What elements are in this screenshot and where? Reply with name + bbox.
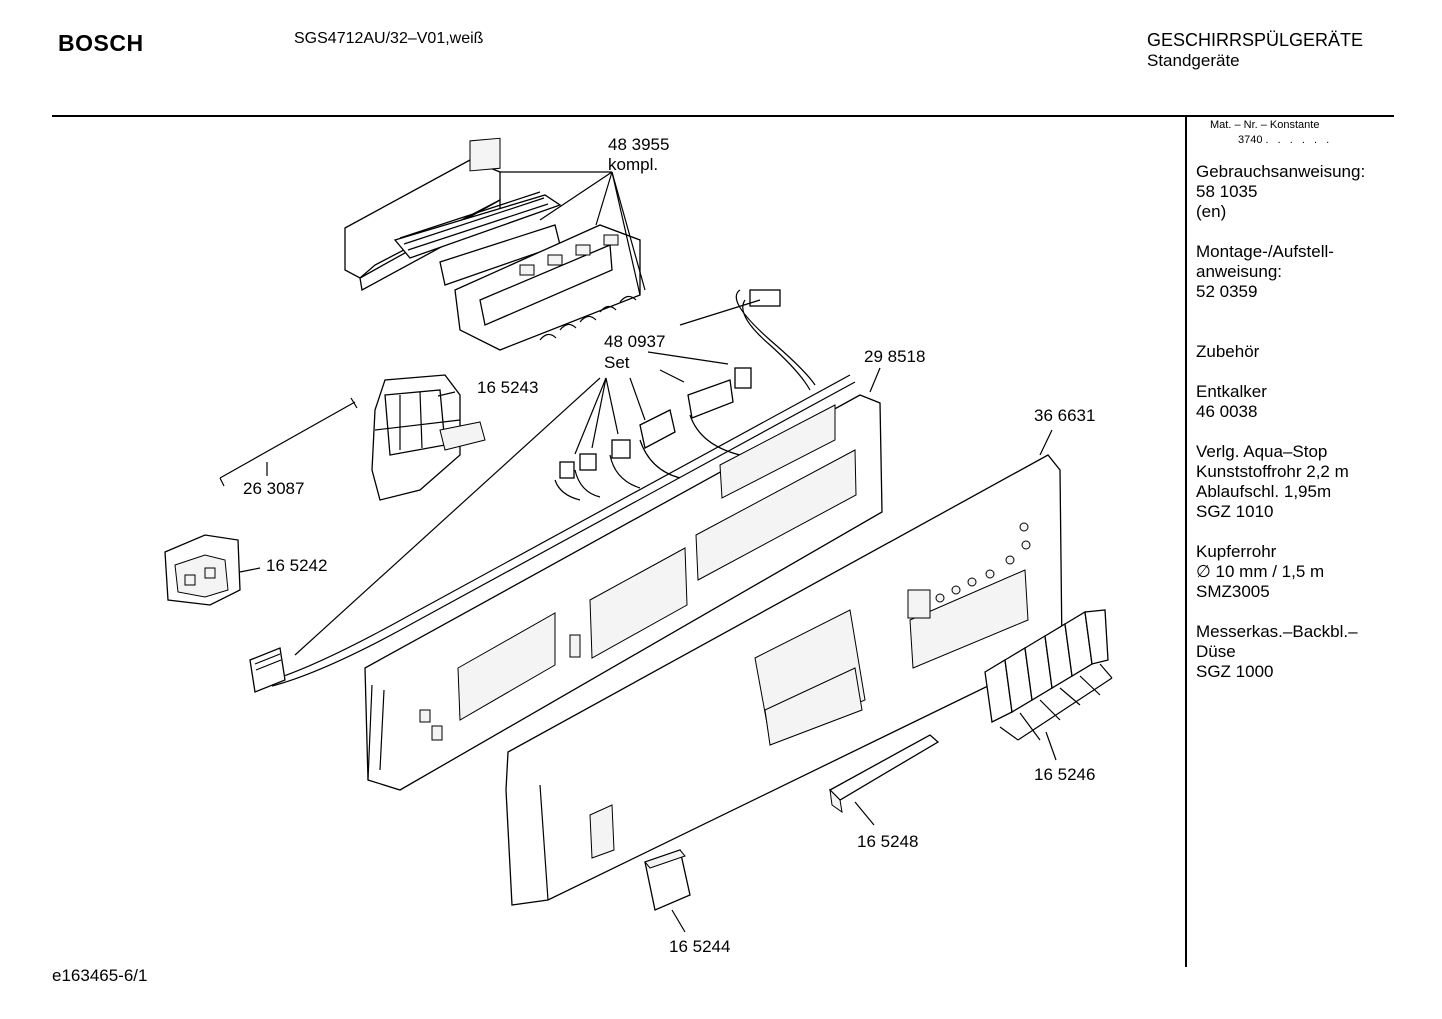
label-165248: 16 5248	[857, 832, 918, 851]
sidebar-block-aqua-stop: Verlg. Aqua–Stop Kunststoffrohr 2,2 m Ab…	[1196, 442, 1365, 522]
control-module-part	[344, 137, 641, 351]
sidebar-block-nozzle: Messerkas.–Backbl.– Düse SGZ 1000	[1196, 622, 1365, 682]
sidebar-block-copper-pipe: Kupferrohr ∅ 10 mm / 1,5 m SMZ3005	[1196, 542, 1365, 602]
exploded-parts-diagram: 48 3955 kompl. 48 0937 Set 16 5243 26 30…	[164, 135, 1113, 956]
label-483955-sub: kompl.	[608, 155, 658, 174]
label-165244: 16 5244	[669, 937, 730, 956]
sidebar-line: SGZ 1000	[1196, 662, 1274, 681]
model-number: SGS4712AU/32–V01,weiß	[294, 30, 484, 47]
front-fascia-part-366631	[505, 454, 1063, 906]
label-165243: 16 5243	[477, 378, 538, 397]
category-subtitle: Standgeräte	[1147, 51, 1240, 70]
sidebar-block-user-manual: Gebrauchsanweisung: 58 1035 (en)	[1196, 162, 1365, 222]
label-366631: 36 6631	[1034, 406, 1095, 425]
holder-part-165243	[371, 374, 486, 501]
sidebar-block-descaler: Entkalker 46 0038	[1196, 382, 1365, 422]
sidebar-line: Zubehör	[1196, 342, 1260, 361]
sidebar-line: (en)	[1196, 202, 1227, 221]
label-165246: 16 5246	[1034, 765, 1095, 784]
sidebar-line: Entkalker	[1196, 382, 1267, 401]
sidebar-line: Gebrauchsanweisung:	[1196, 162, 1366, 181]
panel-frame-part-298518	[364, 394, 883, 791]
mat-constant-value: 3740	[1238, 134, 1263, 146]
sidebar-line: SGZ 1010	[1196, 502, 1274, 521]
sidebar-line: 58 1035	[1196, 182, 1258, 201]
connector-set-part	[554, 289, 816, 501]
sidebar-line: SMZ3005	[1196, 582, 1270, 601]
label-263087: 26 3087	[243, 479, 304, 498]
sidebar-line: ∅ 10 mm / 1,5 m	[1196, 562, 1325, 581]
buttons-part-165246	[984, 609, 1113, 741]
header-divider	[52, 115, 1394, 117]
sidebar-line: Kupferrohr	[1196, 542, 1277, 561]
sidebar-divider	[1185, 117, 1187, 967]
label-480937-sub: Set	[604, 353, 630, 372]
sidebar-line: 46 0038	[1196, 402, 1258, 421]
label-480937: 48 0937	[604, 332, 665, 351]
sidebar-block-accessories: Zubehör	[1196, 342, 1365, 362]
category-title: GESCHIRRSPÜLGERÄTE	[1147, 30, 1364, 50]
rod-part-263087	[219, 401, 356, 479]
cable-harness	[271, 374, 851, 681]
mat-constant: 3740 . . . . . .	[1238, 134, 1332, 146]
sidebar-line: anweisung:	[1196, 262, 1283, 281]
label-483955: 48 3955	[608, 135, 669, 154]
mat-constant-dots: . . . . . .	[1265, 134, 1333, 146]
sidebar-line: Verlg. Aqua–Stop	[1196, 442, 1328, 461]
sidebar-line: Ablaufschl. 1,95m	[1196, 482, 1332, 501]
brand-logo: BOSCH	[58, 30, 144, 56]
sidebar-info: Gebrauchsanweisung: 58 1035 (en) Montage…	[1196, 162, 1365, 702]
sidebar-line: Kunststoffrohr 2,2 m	[1196, 462, 1349, 481]
switch-part-165242	[164, 534, 241, 606]
sidebar-line: Düse	[1196, 642, 1236, 661]
label-165242: 16 5242	[266, 556, 327, 575]
sidebar-line: Montage-/Aufstell-	[1196, 242, 1334, 261]
mat-number-header: Mat. – Nr. – Konstante	[1210, 119, 1320, 131]
drawing-id: e163465-6/1	[52, 966, 148, 985]
label-298518: 29 8518	[864, 347, 925, 366]
sidebar-block-installation: Montage-/Aufstell- anweisung: 52 0359	[1196, 242, 1365, 302]
leader-lines	[239, 171, 1057, 933]
sidebar-line: 52 0359	[1196, 282, 1258, 301]
sidebar-line: Messerkas.–Backbl.–	[1196, 622, 1358, 641]
